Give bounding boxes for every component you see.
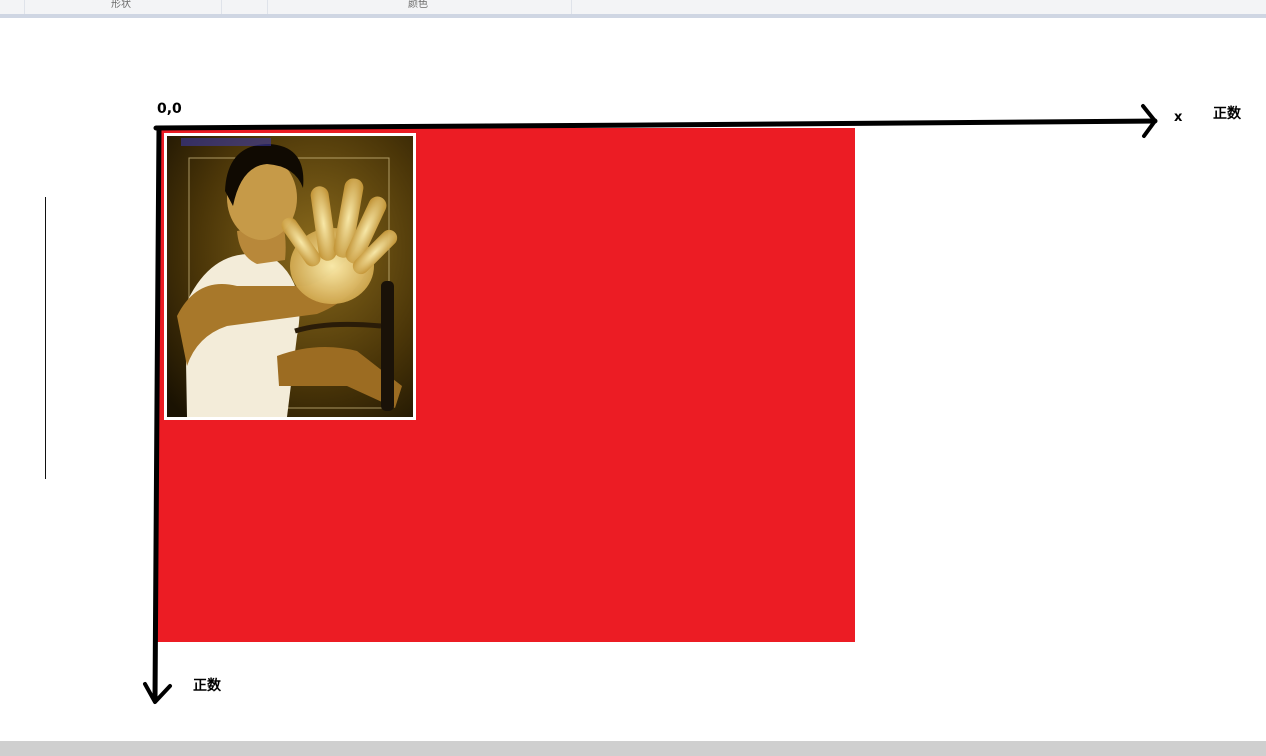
x-positive-label: 正数 bbox=[1213, 106, 1241, 122]
x-axis-line bbox=[153, 118, 1158, 131]
y-axis-arrowhead bbox=[143, 682, 172, 704]
x-axis-arrowhead bbox=[1141, 104, 1157, 138]
horizontal-scrollbar[interactable] bbox=[0, 741, 1266, 756]
color-group-label: 颜色 bbox=[408, 0, 428, 10]
ribbon-separator bbox=[571, 0, 572, 14]
shape-group-label: 形状 bbox=[111, 0, 131, 10]
x-axis-name-label: x bbox=[1174, 110, 1183, 125]
vertical-guide-line bbox=[45, 197, 46, 479]
ribbon-toolbar: 形状 颜色 bbox=[0, 0, 1266, 18]
origin-label: 0,0 bbox=[157, 101, 182, 117]
photo-illustration bbox=[167, 136, 413, 417]
ribbon-separator bbox=[24, 0, 25, 14]
y-axis-line bbox=[152, 125, 162, 703]
ribbon-separator bbox=[267, 0, 268, 14]
y-positive-label: 正数 bbox=[193, 678, 221, 694]
portrait-photo bbox=[164, 133, 416, 420]
ribbon-separator bbox=[221, 0, 222, 14]
